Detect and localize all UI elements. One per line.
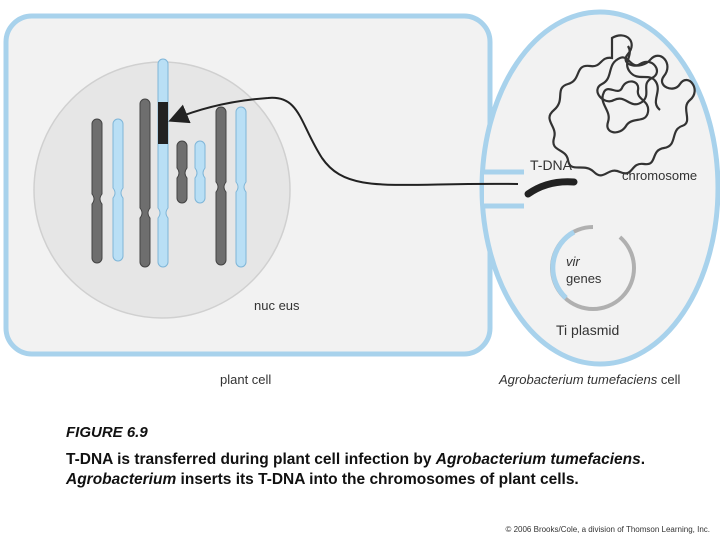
cell-junction: [484, 172, 524, 206]
ti-plasmid-label: Ti plasmid: [556, 322, 619, 338]
caption-italic-genus: Agrobacterium: [66, 471, 177, 488]
vir-genes-region: [550, 229, 576, 300]
ti-plasmid: [550, 223, 636, 311]
blue-chromosome: [112, 118, 124, 262]
copyright-credit: © 2006 Brooks/Cole, a division of Thomso…: [505, 525, 710, 534]
bacterial-chromosome: [548, 34, 696, 177]
gray-chromosome: [176, 140, 188, 204]
plasmid-t-dna-gap: [592, 223, 622, 240]
blue-chromosome: [235, 106, 247, 268]
vir-label: vir: [566, 254, 580, 269]
inserted-t-dna-segment: [158, 102, 168, 144]
agrobacterium-name: Agrobacterium tumefaciens: [498, 372, 658, 387]
transfer-arrow: [168, 96, 519, 186]
plant-cell-label: plant cell: [220, 372, 271, 387]
blue-chromosome-recipient: [157, 58, 169, 268]
agrobacterium-cell-label: Agrobacterium tumefaciens cell: [498, 372, 680, 387]
blue-chromosome: [194, 140, 206, 204]
t-dna-transfer-diagram: nuc eus plant cell Agrobacterium tumefac…: [3, 9, 720, 387]
gray-chromosome: [91, 118, 103, 264]
chromosome-label: chromosome: [622, 168, 697, 183]
caption-part: T-DNA is transferred during plant cell i…: [66, 451, 436, 468]
figure-number: FIGURE 6.9: [66, 424, 148, 441]
agrobacterium-cell: [479, 9, 720, 367]
t-dna-fragment: [524, 178, 578, 198]
gray-chromosome: [139, 98, 151, 268]
caption-italic-species: Agrobacterium tumefaciens: [435, 451, 641, 468]
figure-caption: T-DNA is transferred during plant cell i…: [66, 450, 706, 490]
plant-chromosomes: [91, 58, 247, 268]
t-dna-label: T-DNA: [530, 157, 573, 173]
caption-part: .: [640, 451, 646, 468]
genes-label: genes: [566, 271, 602, 286]
caption-part: inserts its T-DNA into the chromosomes o…: [176, 471, 579, 488]
nucleus-label: nuc eus: [254, 298, 300, 313]
agrobacterium-suffix: cell: [657, 372, 680, 387]
gray-chromosome: [215, 106, 227, 266]
